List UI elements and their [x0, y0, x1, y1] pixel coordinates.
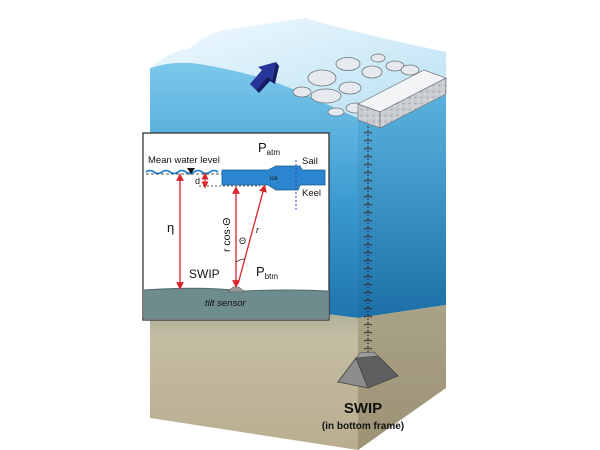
range-tick: [363, 339, 373, 342]
swip-subtitle: (in bottom frame): [322, 421, 404, 432]
drift-arrow-icon: [250, 62, 279, 93]
block-side-sediment: [358, 305, 446, 450]
mean-water-level-label: Mean water level: [148, 155, 220, 166]
r-arrow: [237, 184, 267, 285]
r-cos-theta-label: r cos·Θ: [221, 218, 233, 252]
range-tick: [363, 139, 373, 142]
range-tick: [363, 315, 373, 318]
range-tick: [363, 131, 373, 134]
d-label: d: [195, 176, 200, 186]
theta-label: Θ: [239, 236, 246, 246]
range-tick: [363, 187, 373, 190]
sail-label: Sail: [302, 156, 318, 167]
swip-inset-label: SWIP: [189, 267, 220, 281]
swip-title: SWIP: [344, 400, 382, 417]
ice-block: [357, 69, 447, 129]
range-tick: [363, 155, 373, 158]
range-tick: [363, 179, 373, 182]
range-tick: [363, 243, 373, 246]
keel-label: Keel: [302, 188, 321, 199]
theta-arc: [235, 258, 246, 263]
eta-label: η: [167, 220, 174, 235]
range-tick: [363, 275, 373, 278]
range-tick: [363, 307, 373, 310]
tilt-sensor-label: tilt sensor: [205, 298, 246, 309]
range-tick: [363, 147, 373, 150]
r-inner-label: r: [256, 225, 260, 235]
range-tick: [363, 195, 373, 198]
range-tick: [363, 323, 373, 326]
range-tick: [363, 203, 373, 206]
inset-panel: Mean water level Patm Sail Keel ice d η …: [142, 132, 330, 321]
range-tick: [363, 163, 373, 166]
range-tick: [363, 235, 373, 238]
block-front-sediment: [150, 298, 358, 450]
p-btm-label: Pbtm: [256, 264, 278, 281]
inset-seabed: [144, 288, 328, 319]
inset-seabed-line: [143, 287, 329, 292]
range-tick: [363, 251, 373, 254]
range-tick: [363, 291, 373, 294]
range-tick: [363, 211, 373, 214]
range-tick: [363, 219, 373, 222]
range-tick: [363, 347, 373, 350]
range-tick: [363, 299, 373, 302]
water-surface: [150, 18, 446, 118]
swip-instrument-icon: [337, 351, 399, 389]
range-tick: [363, 259, 373, 262]
range-tick: [363, 283, 373, 286]
range-tick: [363, 227, 373, 230]
water-level-triangle-icon: [187, 168, 195, 174]
inset-ice-floe: [221, 165, 326, 191]
range-tick: [363, 171, 373, 174]
range-tick: [363, 331, 373, 334]
p-atm-label: Patm: [258, 140, 280, 157]
block-side-water: [358, 78, 446, 318]
range-line: [363, 126, 373, 358]
range-tick: [363, 267, 373, 270]
ice-label: ice: [270, 176, 278, 182]
